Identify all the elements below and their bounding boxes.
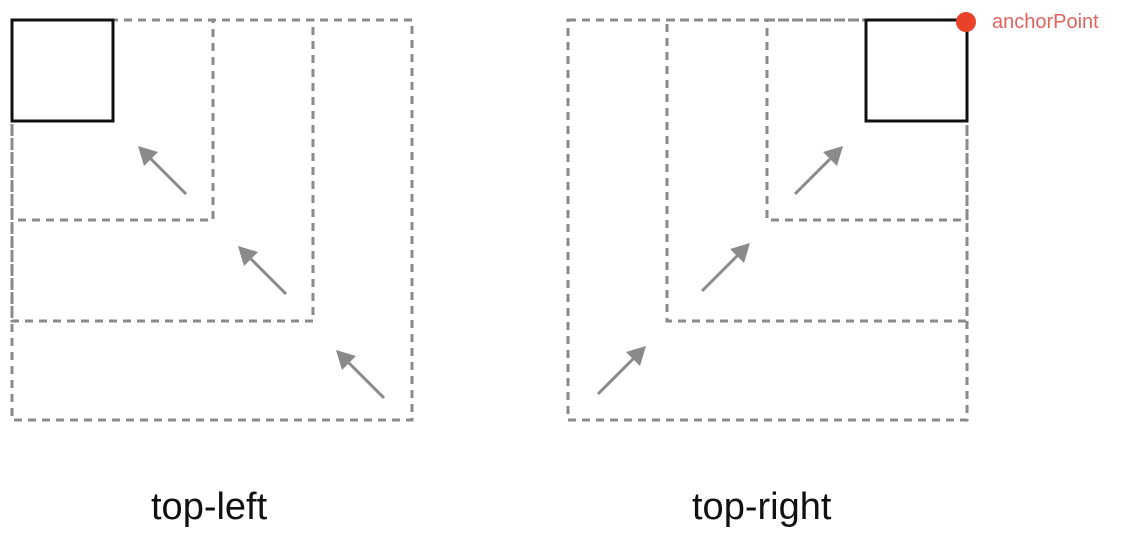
solid-box [864,18,969,123]
arrow-1 [138,146,188,196]
top-right-panel [566,12,976,422]
arrow-3 [336,350,386,400]
arrow-3 [596,346,646,396]
arrow-2 [238,246,288,296]
top-left-caption: top-left [151,486,268,528]
solid-box [10,18,115,123]
arrow-2 [700,243,750,293]
anchor-point-dot [956,12,976,32]
outer-dashed-box [566,18,969,422]
anchor-point-label: anchorPoint [992,11,1099,33]
top-right-caption: top-right [692,486,832,528]
top-left-panel [10,18,414,422]
arrow-1 [793,146,843,196]
